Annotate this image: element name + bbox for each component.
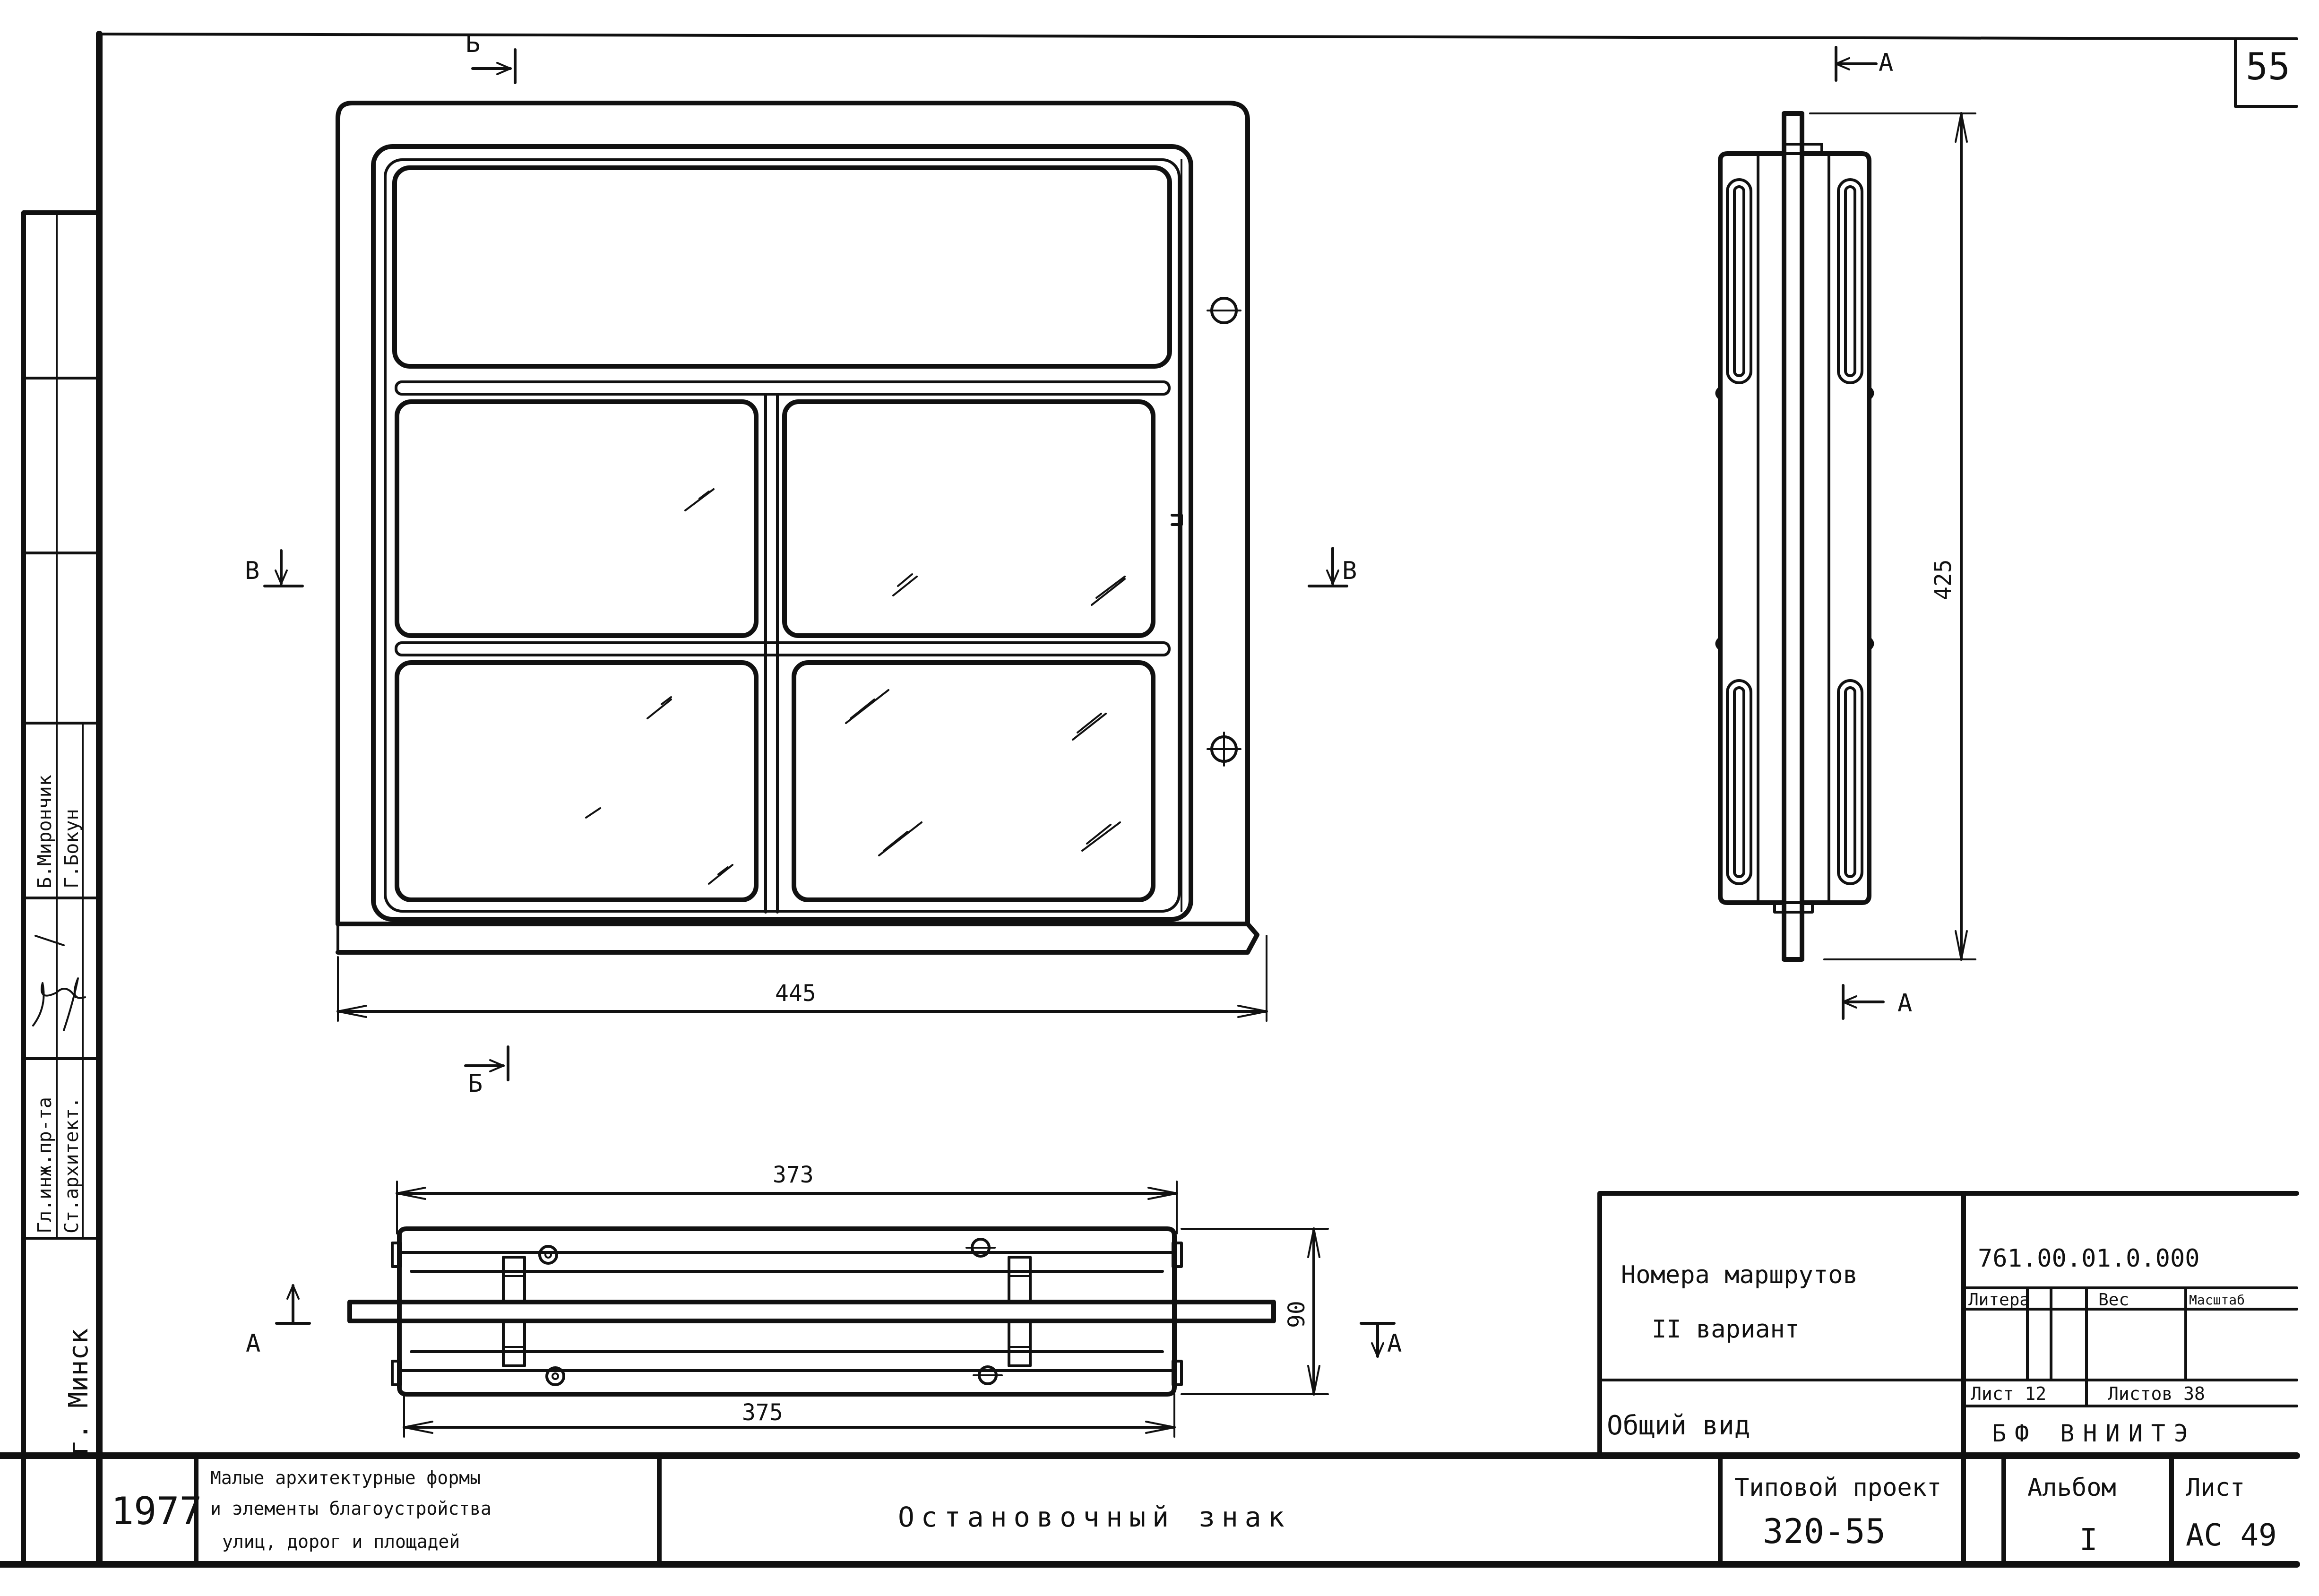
series-title-line1: Малые архитектурные формы: [210, 1467, 481, 1488]
sheet-number: 55: [2246, 46, 2290, 88]
front-view: [336, 101, 1259, 955]
section-mark-v-right: [1308, 547, 1348, 587]
section-mark-a-bottom: [1842, 984, 1885, 1020]
dimension-side-height: [1809, 112, 1976, 961]
series-title-line2: и элементы благоустройства: [210, 1498, 491, 1519]
side-stamp-name-1: Б.Мирончик: [34, 775, 56, 889]
section-mark-v-left-label: В: [245, 557, 259, 585]
stamp-weight-label: Вес: [2098, 1290, 2129, 1310]
series-title-line3: улиц, дорог и площадей: [222, 1531, 460, 1552]
dimension-top-length-lower-label: 375: [742, 1399, 783, 1426]
section-mark-v-right-label: В: [1342, 557, 1357, 585]
stamp-item-name-line2: II вариант: [1652, 1315, 1800, 1344]
stamp-organization: БФ ВНИИТЭ: [1992, 1420, 2197, 1447]
stamp-sheet-label: Лист 12: [1971, 1383, 2046, 1404]
section-mark-a-top-label: А: [1879, 49, 1893, 77]
section-mark-a-bottom-label: А: [1897, 989, 1912, 1018]
dimension-top-length-upper-label: 373: [773, 1162, 814, 1188]
section-mark-b-bottom-label: Б: [468, 1070, 483, 1098]
dimension-top-length-upper: [396, 1181, 1178, 1234]
section-mark-a-top: [1835, 46, 1878, 82]
side-stamp: [21, 210, 102, 1567]
side-view: [1715, 111, 1874, 962]
section-mark-b-top-label: Б: [466, 30, 480, 58]
dimension-top-length-lower: [403, 1393, 1176, 1438]
album-number: I: [2079, 1523, 2098, 1558]
album-label: Альбом: [2027, 1474, 2116, 1502]
section-mark-a-left: [275, 1284, 311, 1325]
dimension-front-width-label: 445: [775, 980, 816, 1007]
title-block-grid: [0, 1191, 2300, 1567]
stamp-scale-label: Масштаб: [2189, 1292, 2245, 1308]
dimension-top-depth-label: 90: [1284, 1301, 1310, 1328]
project-label: Типовой проект: [1734, 1474, 1941, 1502]
stamp-item-name-line1: Номера маршрутов: [1621, 1261, 1858, 1289]
side-stamp-role-2: Ст.архитект.: [61, 1097, 83, 1234]
stamp-view-name: Общий вид: [1607, 1410, 1750, 1441]
side-stamp-role-1: Гл.инж.пр-та: [34, 1097, 56, 1234]
stamp-litera-label: Литера: [1968, 1290, 2030, 1310]
dimension-front-width: [336, 935, 1268, 1022]
sheet-frame: [0, 31, 2300, 1568]
project-number: 320-55: [1763, 1511, 1886, 1551]
section-mark-v-left: [263, 549, 304, 587]
section-mark-a-right: [1360, 1322, 1396, 1358]
stamp-sheets-label: Листов 38: [2108, 1383, 2205, 1404]
section-mark-b-bottom: [464, 1045, 509, 1081]
dimension-side-height-label: 425: [1930, 559, 1957, 600]
section-mark-a-left-label: А: [246, 1329, 260, 1358]
section-mark-b-top: [471, 48, 517, 84]
year-label: 1977: [111, 1489, 202, 1533]
top-view: [347, 1226, 1276, 1397]
list-code: АС 49: [2186, 1518, 2277, 1553]
stamp-designation: 761.00.01.0.000: [1978, 1244, 2200, 1273]
signature-marks: [32, 935, 86, 1031]
side-stamp-name-2: Г.Бокун: [61, 809, 83, 889]
drawing-title: Остановочный знак: [898, 1501, 1291, 1533]
city-label: г. Минск: [63, 1328, 94, 1456]
list-label: Лист: [2186, 1474, 2245, 1502]
dimension-top-depth: [1181, 1227, 1329, 1396]
section-mark-a-right-label: А: [1387, 1329, 1402, 1358]
